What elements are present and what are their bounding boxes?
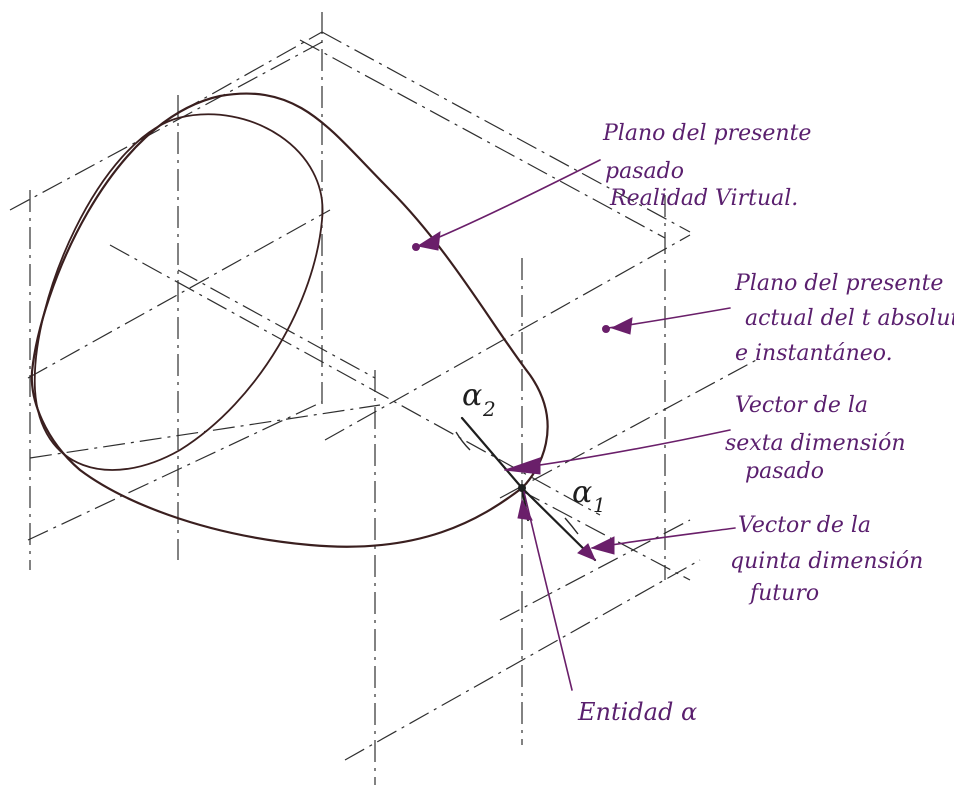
pointer-entidad — [523, 491, 573, 691]
label-vector-sexta-line1: Vector de la — [735, 393, 868, 418]
vector-alpha1-arrowhead — [577, 543, 596, 561]
label-vector-sexta-line3: pasado — [745, 459, 824, 484]
inner-ellipse — [33, 113, 324, 471]
drop-outline — [30, 92, 549, 548]
angle-arc-alpha2 — [455, 431, 471, 451]
label-alpha1-subscript: 1 — [593, 493, 606, 517]
label-vector-sexta-line2: sexta dimensión — [725, 431, 906, 456]
iso-line-far-left-falling — [177, 269, 376, 379]
iso-line-long-left — [9, 41, 323, 211]
angle-arc-alpha1 — [564, 517, 579, 535]
vector-down-arrowhead — [517, 498, 533, 521]
label-plano-actual-line2: actual del t absoluto — [745, 306, 954, 331]
iso-line-right-falling — [519, 489, 691, 581]
labels: Plano del presente pasado Realidad Virtu… — [462, 121, 954, 726]
label-alpha1: α — [572, 475, 592, 510]
iso-line-top-left — [179, 31, 323, 113]
entity-point — [518, 484, 526, 492]
annotation-pointers — [412, 159, 736, 691]
label-alpha2: α — [462, 378, 482, 413]
label-vector-quinta-line1: Vector de la — [738, 513, 871, 538]
label-plano-pasado-line3: Realidad Virtual. — [609, 186, 798, 211]
pointer-plano-actual-dot — [602, 325, 610, 333]
iso-line-lower-mid — [499, 519, 691, 621]
pointer-vector-sexta-arrowhead — [504, 457, 541, 475]
pointer-plano-pasado-dot — [412, 243, 420, 251]
iso-line-top-edge — [321, 31, 691, 233]
vectors — [455, 416, 597, 562]
label-plano-actual-line3: e instantáneo. — [735, 341, 893, 366]
label-vector-quinta-line3: futuro — [748, 581, 819, 606]
iso-line-bottom-left — [27, 401, 323, 541]
iso-line-mid-rising — [27, 209, 331, 379]
label-plano-actual-line1: Plano del presente — [734, 271, 943, 296]
pointer-plano-pasado-arrowhead — [416, 231, 441, 251]
iso-line-upper-right — [299, 39, 666, 239]
pointer-plano-actual-arrowhead — [610, 317, 633, 335]
iso-line-entity-rising — [499, 357, 761, 499]
iso-line-lower-rising — [344, 559, 701, 761]
pointer-vector-quinta-arrowhead — [590, 536, 615, 555]
pointer-plano-pasado — [417, 159, 601, 247]
label-plano-pasado-line1: Plano del presente — [602, 121, 811, 146]
iso-line-center-diagonal — [109, 244, 601, 516]
label-vector-quinta-line2: quinta dimensión — [730, 549, 923, 574]
drop-shape — [30, 92, 549, 548]
label-entidad: Entidad α — [577, 698, 697, 726]
construction-lines — [9, 12, 761, 785]
vector-alpha2 — [460, 416, 524, 490]
label-plano-pasado-line2: pasado — [605, 159, 684, 184]
iso-line-right-rising — [324, 234, 691, 441]
label-alpha2-subscript: 2 — [482, 397, 496, 421]
